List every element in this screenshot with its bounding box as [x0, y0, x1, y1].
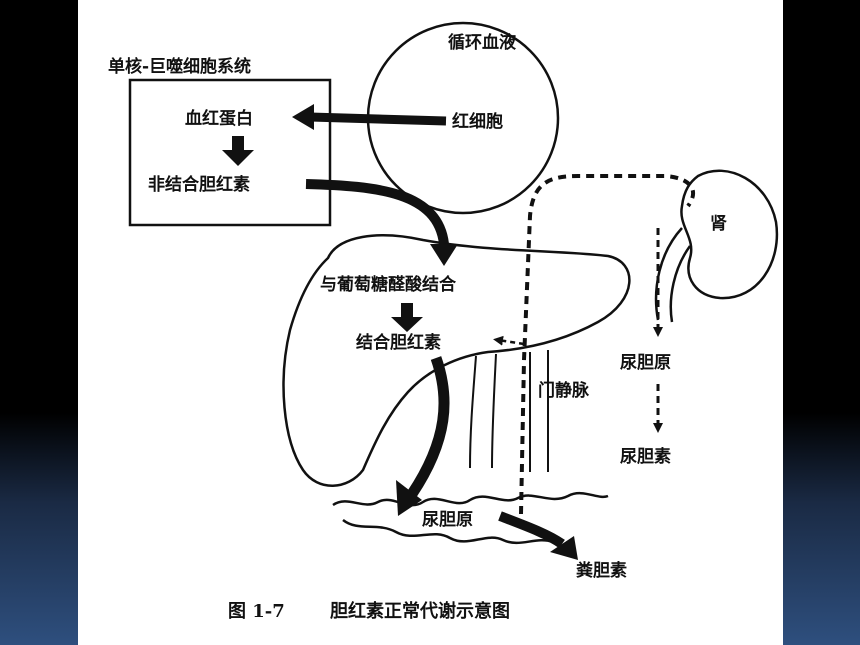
bile-duct-line	[491, 353, 497, 469]
arrow-conjugated-to-gut-urobilinogen	[407, 356, 450, 498]
ureter-line	[654, 227, 683, 321]
arrow-urobilinogen-to-stercobilin-head	[550, 536, 578, 560]
ureter-line	[669, 245, 692, 323]
dashed-circulation-path	[519, 174, 695, 515]
label-urine-urobilinogen: 尿胆原	[620, 353, 671, 373]
arrow-conjugated-to-gut-urobilinogen-head	[396, 480, 422, 516]
figure-panel: 循环血液 单核-巨噬细胞系统 血红蛋白 红细胞 非结合胆红素 肾 与葡萄糖醛酸结…	[78, 0, 783, 645]
label-kidney: 肾	[710, 214, 727, 234]
figure-number: 图 1-7	[228, 601, 285, 622]
liver-outline	[282, 234, 631, 487]
arrow-unconjugated-to-liver-head	[430, 244, 458, 266]
label-unconjugated: 非结合胆红素	[148, 174, 250, 195]
label-portal-vein: 门静脉	[538, 380, 590, 401]
label-conjugated: 结合胆红素	[356, 332, 441, 353]
kidney-outline	[680, 169, 779, 300]
label-mps: 单核-巨噬细胞系统	[108, 56, 251, 77]
label-glucuronidation: 与葡萄糖醛酸结合	[320, 274, 457, 295]
arrow-urobilinogen-to-stercobilin	[498, 511, 565, 549]
label-circulation: 循环血液	[448, 32, 516, 53]
label-gut-urobilinogen: 尿胆原	[422, 510, 473, 530]
arrow-glucuronidation-to-conjugated	[391, 303, 423, 332]
label-rbc: 红细胞	[452, 111, 503, 132]
arrow-rbc-to-hemoglobin	[309, 112, 447, 126]
arrow-rbc-to-hemoglobin-head	[292, 104, 314, 130]
bilirubin-metabolism-diagram: 循环血液 单核-巨噬细胞系统 血红蛋白 红细胞 非结合胆红素 肾 与葡萄糖醛酸结…	[108, 21, 779, 622]
dashed-arrow-to-conjugated	[493, 335, 525, 346]
figure-caption: 胆红素正常代谢示意图	[329, 600, 510, 622]
label-stercobilin: 粪胆素	[576, 560, 627, 581]
bile-duct-line	[469, 355, 477, 469]
mps-box	[128, 78, 332, 227]
arrow-hemoglobin-to-unconjugated	[222, 136, 254, 166]
label-hemoglobin: 血红蛋白	[185, 108, 253, 129]
intestine-outline	[332, 491, 609, 507]
label-urobilin: 尿胆素	[620, 447, 671, 467]
intestine-outline	[342, 518, 554, 545]
arrow-unconjugated-to-liver	[305, 179, 449, 245]
